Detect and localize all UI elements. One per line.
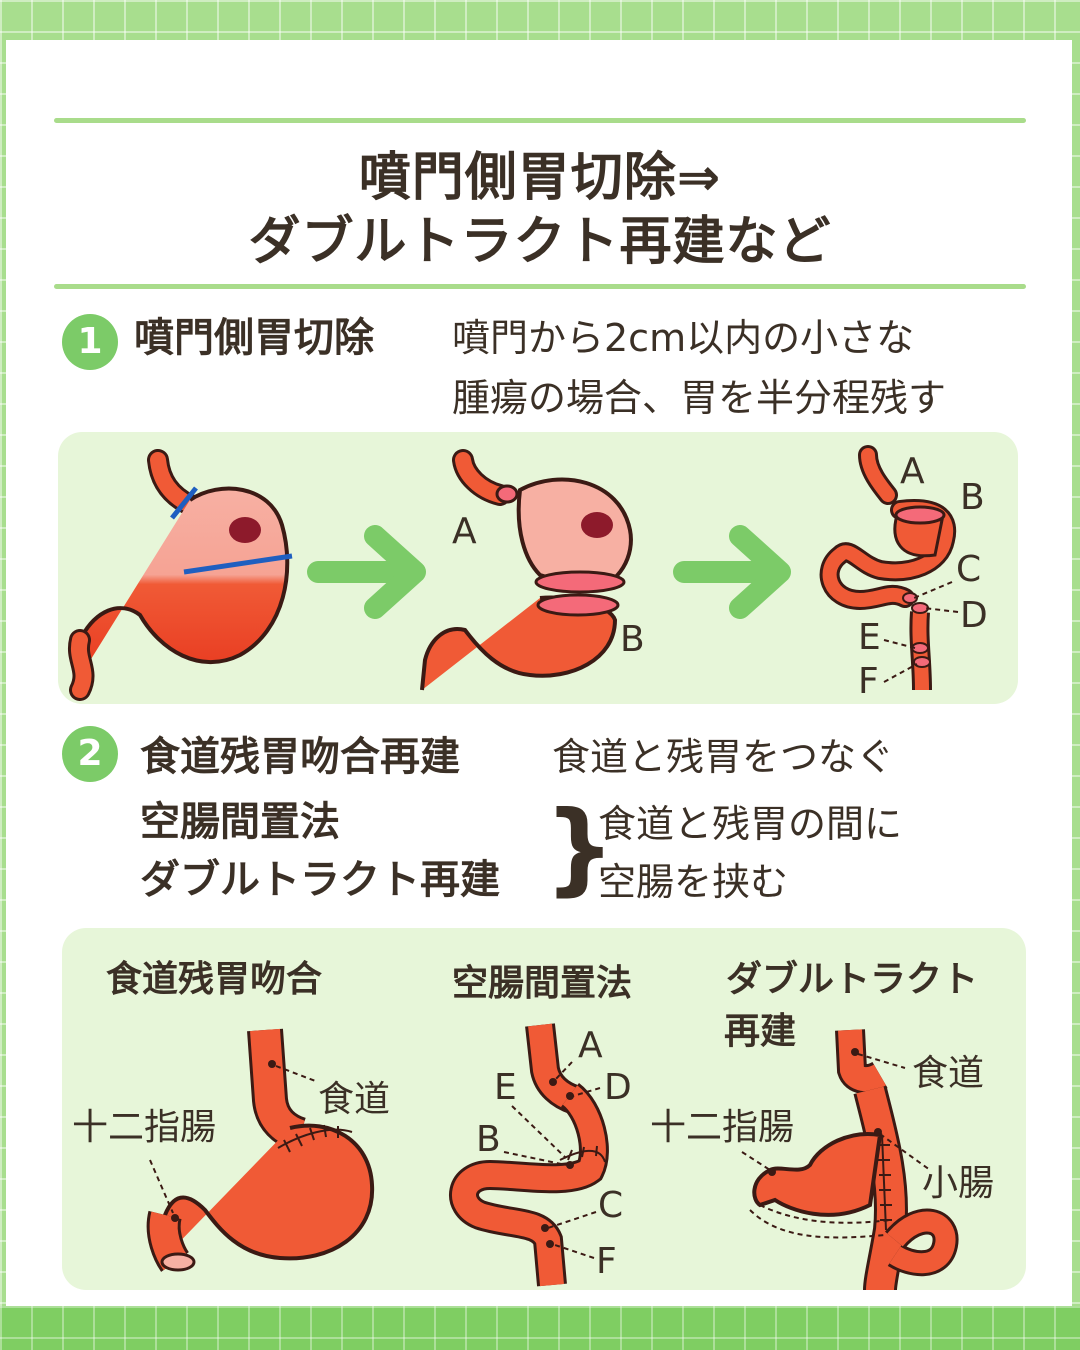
label-a-1: A bbox=[452, 511, 477, 552]
bottom-rule bbox=[54, 284, 1026, 289]
diagram-1-title: 食道残胃吻合 bbox=[106, 959, 323, 1000]
diagram-2-label-a: A bbox=[578, 1025, 603, 1066]
title-line-2: ダブルトラクト再建など bbox=[248, 212, 832, 272]
diagram-3-title-line-1: ダブルトラクト bbox=[726, 959, 979, 1000]
diagram-2-label-e: E bbox=[494, 1067, 517, 1108]
bottom-band bbox=[0, 1306, 1080, 1350]
jejunal-interposition-icon bbox=[449, 1023, 609, 1287]
diagram-3-duodenum-label: 十二指腸 bbox=[650, 1107, 795, 1148]
title-line-1: 噴門側胃切除⇒ bbox=[358, 148, 722, 208]
double-tract-sketch-icon bbox=[819, 445, 959, 691]
stomach-before-icon bbox=[67, 449, 293, 701]
double-tract-reconstruction-icon bbox=[741, 1029, 959, 1291]
label-c: C bbox=[956, 549, 982, 590]
section-1-desc-line-1: 噴門から2cm以内の小さな bbox=[452, 316, 915, 360]
item-double-tract: ダブルトラクト再建 bbox=[140, 857, 500, 903]
label-d: D bbox=[960, 595, 988, 636]
label-a-2: A bbox=[900, 451, 925, 492]
section-1-number: 1 bbox=[62, 314, 118, 370]
diagram-1-esophagus-label: 食道 bbox=[318, 1079, 391, 1120]
section-1-heading: 噴門側胃切除 bbox=[134, 315, 374, 361]
label-b-1: B bbox=[620, 619, 645, 660]
label-b-2: B bbox=[960, 477, 985, 518]
group-desc-line-2: 空腸を挟む bbox=[598, 860, 789, 904]
label-f: F bbox=[858, 661, 879, 702]
group-desc-line-1: 食道と残胃の間に bbox=[598, 802, 903, 846]
item-jejunal-interposition: 空腸間置法 bbox=[140, 799, 340, 845]
item-esophago-gastric: 食道残胃吻合再建 bbox=[140, 734, 460, 780]
diagram-3-small-intestine-label: 小腸 bbox=[922, 1163, 995, 1204]
diagram-3-esophagus-label: 食道 bbox=[912, 1053, 985, 1094]
diagram-2-title: 空腸間置法 bbox=[452, 963, 633, 1004]
diagram-3-title-line-2: 再建 bbox=[724, 1011, 797, 1052]
diagram-2-label-c: C bbox=[598, 1185, 624, 1226]
arrow-right-icon bbox=[307, 525, 426, 619]
diagram-2-label-f: F bbox=[596, 1241, 617, 1282]
diagram-2-label-d: D bbox=[604, 1067, 632, 1108]
esophagogastric-anastomosis-icon bbox=[146, 1028, 375, 1272]
section-1-desc-line-2: 腫瘍の場合、胃を半分程残す bbox=[452, 376, 947, 420]
diagram-2-label-b: B bbox=[476, 1119, 501, 1160]
arrow-right-icon bbox=[673, 525, 791, 619]
stomach-resected-icon bbox=[420, 449, 633, 691]
brace: } bbox=[544, 789, 616, 906]
diagram-1-duodenum-label: 十二指腸 bbox=[72, 1107, 217, 1148]
label-e: E bbox=[858, 617, 881, 658]
section-2-number: 2 bbox=[62, 726, 118, 782]
top-rule bbox=[54, 118, 1026, 123]
item-esophago-gastric-desc: 食道と残胃をつなぐ bbox=[552, 735, 895, 779]
